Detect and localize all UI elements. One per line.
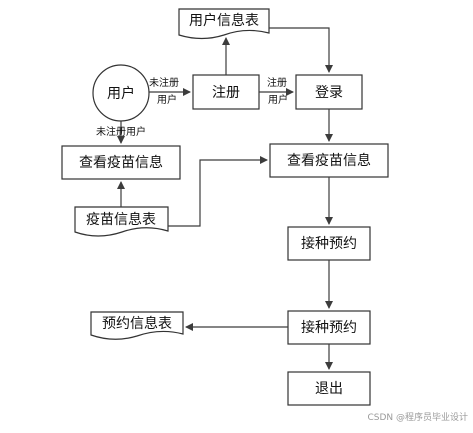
booking-2-label: 接种预约 <box>301 319 357 336</box>
vaccine-info-table-label: 疫苗信息表 <box>86 211 156 228</box>
exit-label: 退出 <box>315 381 343 397</box>
edge-unregistered-label-line1: 未注册 <box>149 76 179 89</box>
edge-vaccine-table-to-view-right <box>168 156 268 227</box>
edge-unregistered-user-label: 未注册用户 <box>96 125 146 138</box>
booking-info-table-label: 预约信息表 <box>102 315 172 332</box>
view-vaccine-right-label: 查看疫苗信息 <box>287 152 371 169</box>
view-vaccine-right-node: 查看疫苗信息 <box>269 143 389 178</box>
booking-info-table-node: 预约信息表 <box>90 311 184 340</box>
watermark: CSDN @程序员毕业设计 <box>367 411 468 423</box>
exit-node: 退出 <box>287 371 371 406</box>
login-node: 登录 <box>295 74 363 110</box>
booking-2-node: 接种预约 <box>287 310 371 345</box>
view-vaccine-left-node: 查看疫苗信息 <box>61 145 181 180</box>
edge-user-table-to-login <box>269 27 333 73</box>
vaccine-info-table-node: 疫苗信息表 <box>74 206 169 237</box>
edge-registered-label-line1: 注册 <box>267 76 287 89</box>
register-node: 注册 <box>192 74 260 110</box>
booking-1-node: 接种预约 <box>287 226 371 261</box>
edge-registered-label-line2: 用户 <box>268 93 288 106</box>
user-info-table-node: 用户信息表 <box>178 8 270 40</box>
user-label: 用户 <box>107 85 135 102</box>
booking-1-label: 接种预约 <box>301 235 357 252</box>
user-node: 用户 <box>92 64 150 122</box>
register-label: 注册 <box>212 85 240 101</box>
view-vaccine-left-label: 查看疫苗信息 <box>79 154 163 171</box>
login-label: 登录 <box>315 85 343 101</box>
edge-unregistered-label-line2: 用户 <box>157 93 177 106</box>
user-info-table-label: 用户信息表 <box>189 12 259 29</box>
